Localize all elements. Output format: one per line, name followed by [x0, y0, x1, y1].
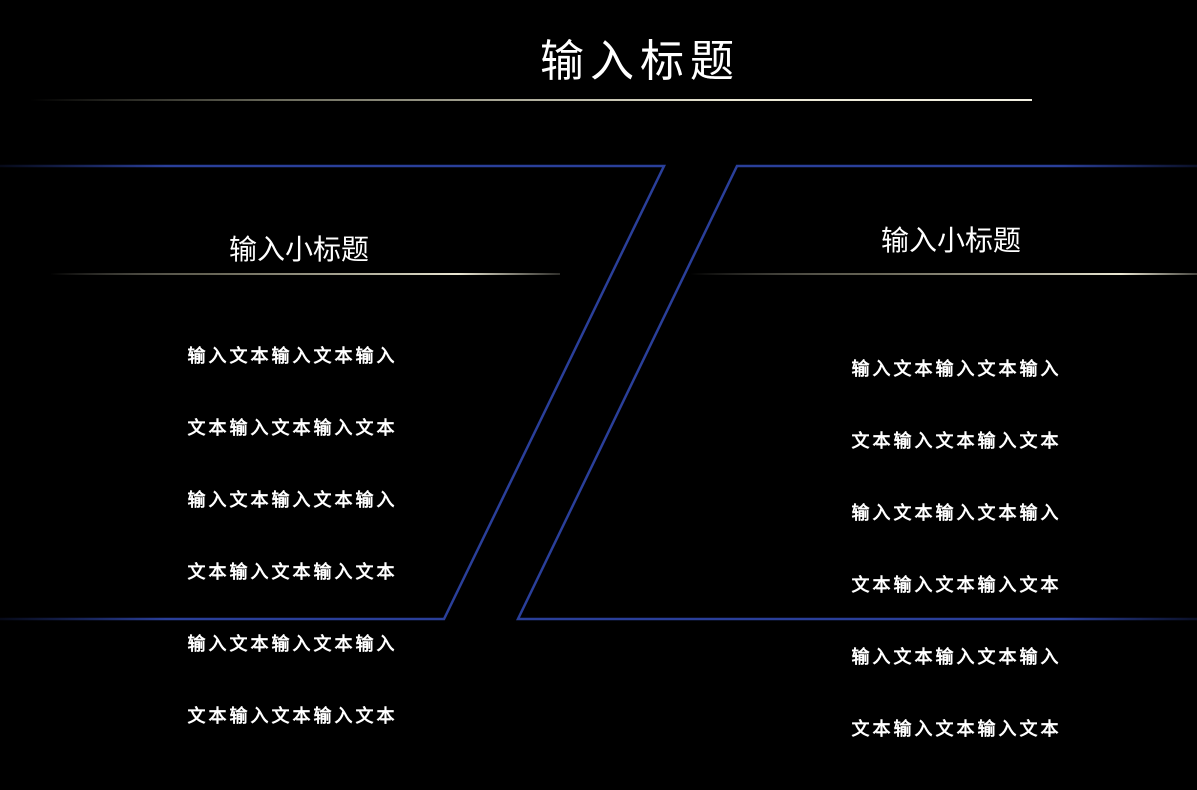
slide: 输入标题 — [0, 36, 1197, 740]
right-panel-frame — [516, 164, 1197, 621]
right-body-line: 文本输入文本输入文本 — [851, 431, 1062, 452]
right-body-line: 输入文本输入文本输入 — [851, 503, 1062, 524]
right-body-line: 输入文本输入文本输入 — [851, 647, 1062, 668]
left-panel-body: 输入文本输入文本输入 文本输入文本输入文本 输入文本输入文本输入 文本输入文本输… — [170, 297, 415, 777]
title-divider — [30, 99, 1032, 101]
right-panel-subtitle: 输入小标题 — [880, 224, 1021, 257]
left-body-line: 输入文本输入文本输入 — [187, 634, 398, 655]
slide-title: 输入标题 — [540, 36, 740, 87]
left-panel-frame — [0, 164, 666, 621]
right-body-line: 文本输入文本输入文本 — [851, 575, 1062, 596]
panel-frames — [0, 164, 1197, 621]
right-subtitle-divider — [690, 273, 1197, 275]
left-body-line: 文本输入文本输入文本 — [187, 418, 398, 439]
right-body-line: 输入文本输入文本输入 — [851, 359, 1062, 380]
left-body-line: 文本输入文本输入文本 — [187, 706, 398, 727]
left-body-line: 文本输入文本输入文本 — [187, 562, 398, 583]
left-panel-subtitle: 输入小标题 — [228, 233, 369, 266]
left-body-line: 输入文本输入文本输入 — [187, 346, 398, 367]
left-subtitle-divider — [50, 273, 560, 275]
right-panel-body: 输入文本输入文本输入 文本输入文本输入文本 输入文本输入文本输入 文本输入文本输… — [834, 310, 1079, 790]
right-body-line: 文本输入文本输入文本 — [851, 719, 1062, 740]
left-body-line: 输入文本输入文本输入 — [187, 490, 398, 511]
